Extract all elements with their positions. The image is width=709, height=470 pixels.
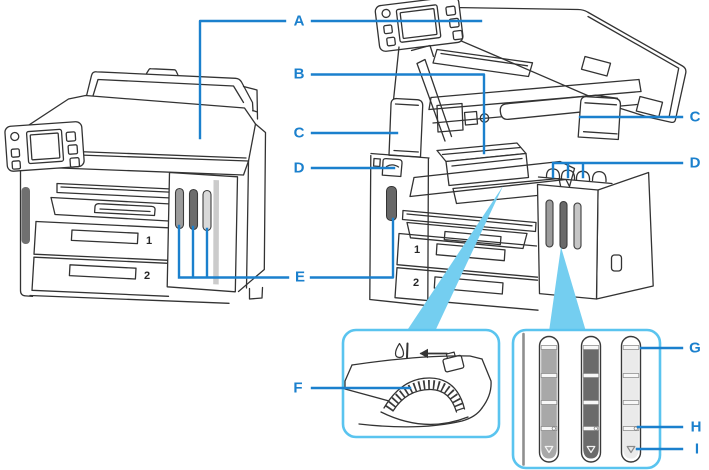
ink-tank-section: [166, 171, 239, 293]
cassette-1-label: 1: [413, 244, 421, 256]
ink-window: [202, 189, 212, 232]
callout-letter-b: B: [293, 65, 305, 83]
cassette-1: [33, 220, 170, 261]
inset-panel-ink-levels: [511, 328, 662, 470]
ink-level-window: [538, 335, 560, 463]
inset-wedge-f: [406, 186, 503, 334]
callout-line-e: [177, 217, 395, 279]
ink-window: [174, 187, 185, 230]
callout-letter-d-right: D: [689, 154, 701, 172]
cassette-1-label: 1: [145, 235, 153, 247]
callout-lines: [177, 19, 684, 451]
inset-panel-ink-valve: [341, 328, 501, 439]
panel-button: [386, 36, 396, 47]
callout-letter-i: I: [694, 440, 700, 458]
inset-wedge-ink-levels: [549, 247, 586, 332]
ink-window: [386, 186, 397, 221]
panel-button: [448, 17, 460, 29]
panel-button: [67, 144, 79, 155]
front-cover-deck: [409, 160, 576, 198]
lower-limit-dot: [593, 426, 598, 431]
callout-letter-f: F: [293, 379, 303, 397]
lower-limit-dot: [633, 426, 638, 431]
lcd-screen: [25, 128, 65, 165]
ink-window: [559, 200, 568, 250]
panel-button: [452, 29, 464, 41]
cassette-2: [394, 267, 539, 311]
power-button: [381, 8, 391, 19]
callout-line-a: [198, 19, 483, 140]
callout-letter-e: E: [294, 268, 306, 286]
ink-window: [188, 188, 199, 231]
lower-limit-dot: [551, 426, 556, 431]
callout-line-b: [310, 73, 486, 155]
cover-support-rod: [410, 44, 453, 142]
left-ink-window: [21, 187, 30, 244]
ink-window: [573, 202, 582, 250]
callout-letter-g: G: [689, 339, 701, 357]
callout-letter-c-right: C: [689, 108, 701, 126]
operation-panel-open: [374, 0, 464, 52]
single-dot-mark: [626, 445, 636, 454]
closed-printer-illustration: [4, 68, 267, 304]
ink-icon: [394, 342, 409, 359]
cassette-2: [31, 256, 170, 297]
cassette-2-label: 2: [412, 277, 420, 289]
printer-body: [19, 123, 267, 304]
right-tank-unit: [536, 96, 654, 300]
left-arrow-icon: [419, 348, 448, 359]
power-button: [10, 131, 20, 142]
callout-line-d-right: [551, 161, 684, 179]
panel-button: [445, 5, 457, 17]
panel-button: [65, 131, 77, 142]
callout-letter-c: C: [293, 124, 305, 142]
panel-button: [69, 157, 81, 168]
panel-button: [11, 160, 22, 170]
tank-cover-open: [388, 97, 424, 158]
callout-letter-d: D: [293, 159, 305, 177]
output-tray-open: [401, 209, 537, 250]
rear-tray: [83, 68, 259, 120]
cassette-2-label: 2: [143, 270, 151, 282]
callout-letter-h: H: [690, 418, 702, 436]
single-dot-mark: [544, 445, 554, 454]
single-dot-mark: [586, 445, 596, 454]
upper-limit-mark: [622, 345, 640, 350]
callout-letter-a: A: [293, 12, 305, 30]
operation-panel: [4, 121, 85, 172]
paper-icon: [442, 351, 465, 373]
ink-level-window: [620, 335, 642, 463]
panel-button: [383, 24, 393, 35]
panel-button: [10, 148, 21, 158]
ink-window: [545, 199, 554, 248]
open-printer-illustration: [369, 0, 687, 311]
ink-level-window: [580, 335, 602, 463]
left-tank-unit: [369, 97, 430, 307]
